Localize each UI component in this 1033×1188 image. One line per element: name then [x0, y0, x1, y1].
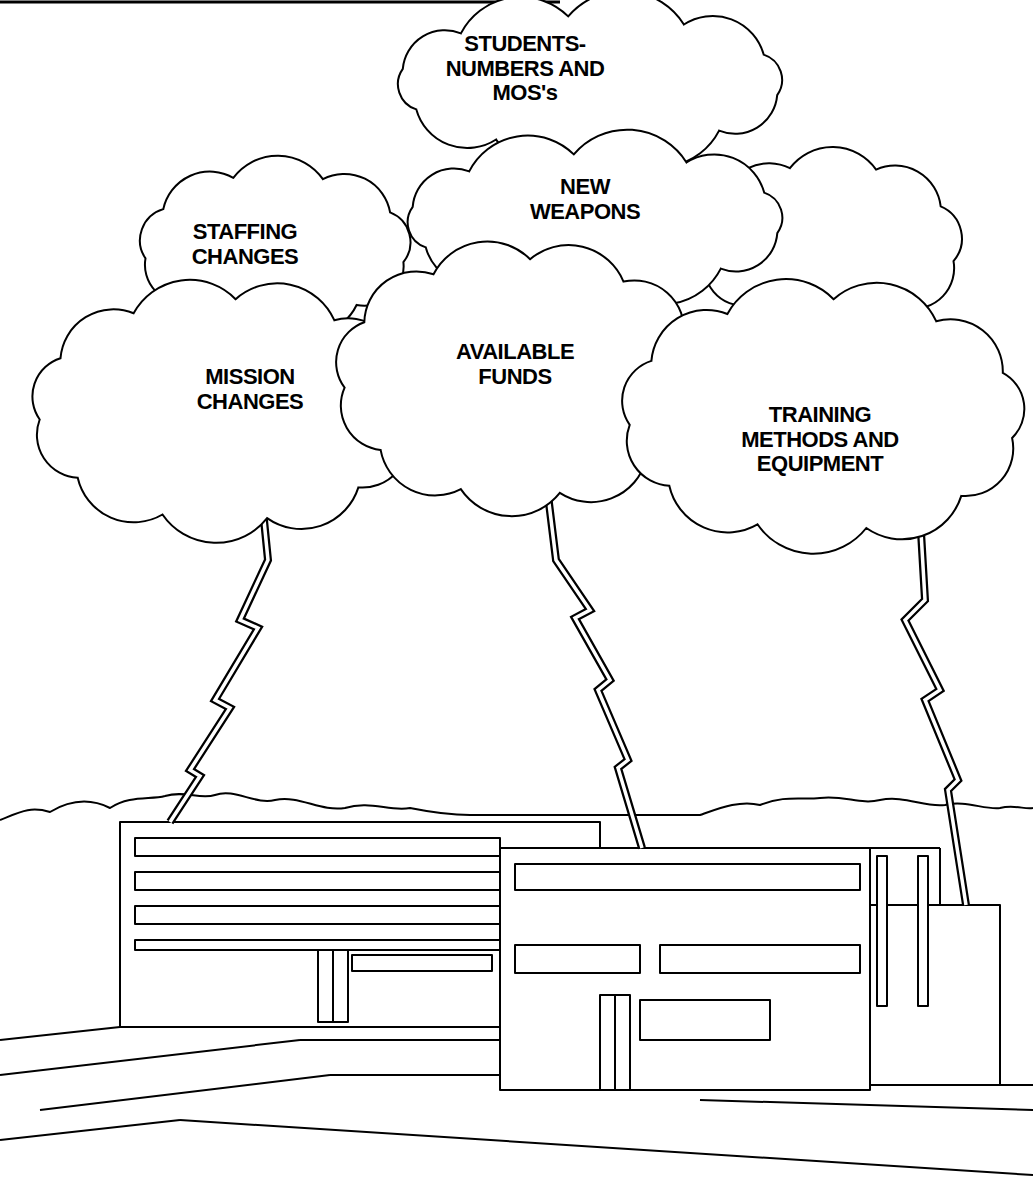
- cloud-label: NEW WEAPONS: [510, 175, 660, 224]
- cloud-node: STUDENTS- NUMBERS AND MOS's: [385, 2, 795, 162]
- bolt-outline: [548, 495, 642, 848]
- top-rule: [0, 1, 560, 4]
- bolt-outline: [905, 515, 966, 905]
- bolt-core: [170, 500, 268, 822]
- tree-line: [0, 793, 1033, 820]
- cloud-label: MISSION CHANGES: [175, 365, 325, 414]
- cloud-node: TRAINING METHODS AND EQUIPMENT: [615, 285, 1030, 545]
- building: [120, 822, 1000, 1090]
- cloud-outline: [385, 2, 795, 162]
- cloud-label: TRAINING METHODS AND EQUIPMENT: [733, 403, 908, 477]
- bolt-outline: [170, 500, 268, 822]
- cloud-label: STUDENTS- NUMBERS AND MOS's: [425, 32, 625, 106]
- cloud-label: STAFFING CHANGES: [170, 220, 320, 269]
- pavement-lines: [0, 1027, 1033, 1175]
- bolt-core: [905, 515, 966, 905]
- bolt-core: [548, 495, 642, 848]
- lightning-bolts: [170, 495, 966, 905]
- cloud-label: AVAILABLE FUNDS: [440, 340, 590, 389]
